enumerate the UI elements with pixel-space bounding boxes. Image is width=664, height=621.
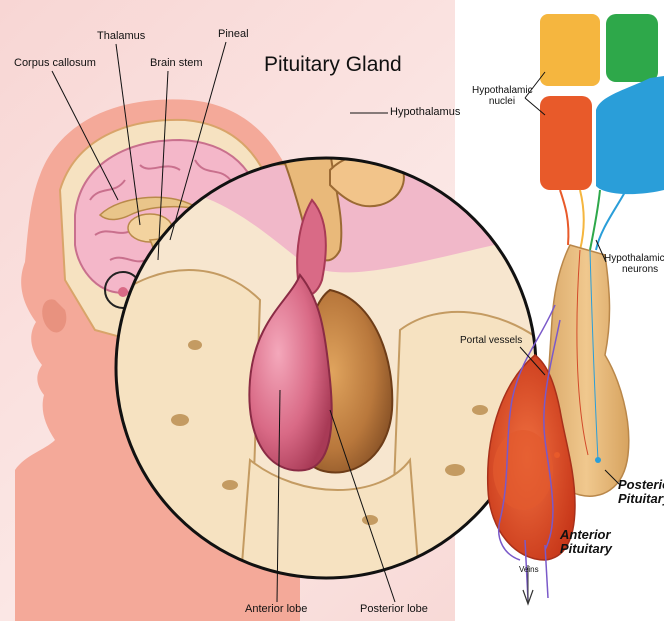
label-hypothalamic-neurons: Hypothalamic neurons xyxy=(604,254,664,275)
nucleus-green xyxy=(606,14,658,82)
label-posterior-pituitary-line2: Pituitary xyxy=(618,492,664,506)
label-posterior-pituitary: Posterior Pituitary xyxy=(618,478,664,505)
label-anterior-pituitary-line2: Pituitary xyxy=(560,542,612,556)
label-anterior-pituitary: Anterior Pituitary xyxy=(560,528,612,555)
nucleus-red-orange xyxy=(540,96,592,190)
label-hypothalamic-nuclei-line2: nuclei xyxy=(472,97,532,108)
label-pineal: Pineal xyxy=(218,29,249,41)
label-portal-vessels: Portal vessels xyxy=(460,336,522,347)
label-anterior-pituitary-line1: Anterior xyxy=(560,528,612,542)
label-brain-stem: Brain stem xyxy=(150,58,203,70)
label-corpus-callosum: Corpus callosum xyxy=(14,58,96,70)
label-hypothalamic-neurons-line1: Hypothalamic xyxy=(604,254,664,265)
label-hypothalamic-nuclei: Hypothalamic nuclei xyxy=(472,86,532,107)
label-posterior-lobe: Posterior lobe xyxy=(360,604,428,616)
label-anterior-lobe: Anterior lobe xyxy=(245,604,307,616)
label-thalamus: Thalamus xyxy=(97,31,145,43)
label-hypothalamic-neurons-line2: neurons xyxy=(604,265,664,276)
label-posterior-pituitary-line1: Posterior xyxy=(618,478,664,492)
figure-title: Pituitary Gland xyxy=(264,54,402,76)
label-hypothalamus: Hypothalamus xyxy=(390,107,460,119)
nucleus-orange-yellow xyxy=(540,14,600,86)
label-veins: Veins xyxy=(519,566,539,574)
label-hypothalamic-nuclei-line1: Hypothalamic xyxy=(472,86,532,97)
